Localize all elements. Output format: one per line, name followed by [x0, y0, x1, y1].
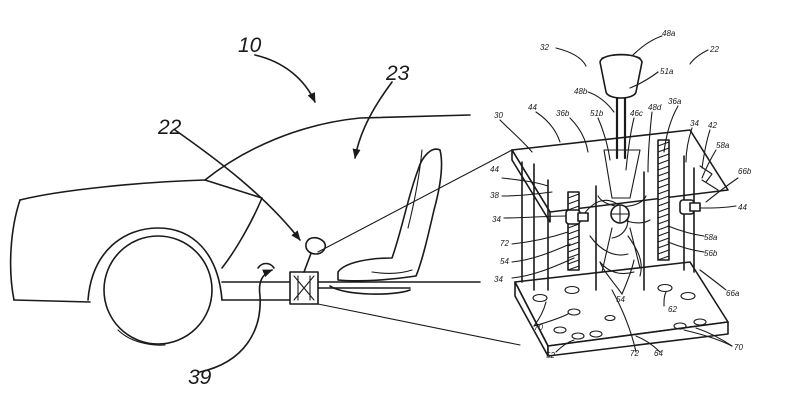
front-wheel — [103, 235, 213, 345]
label-66b: 66b — [738, 167, 752, 176]
big-label-leaders — [174, 54, 393, 373]
label-48d: 48d — [648, 103, 662, 112]
label-22: 22 — [157, 116, 182, 139]
label-72-left: 72 — [500, 239, 509, 248]
label-22-small: 22 — [709, 45, 719, 54]
label-34-low: 34 — [494, 275, 503, 284]
label-64: 64 — [654, 349, 663, 358]
label-44-left: 44 — [490, 165, 499, 174]
label-48b: 48b — [574, 87, 588, 96]
label-44-right: 44 — [738, 203, 747, 212]
label-54-center: 54 — [616, 295, 625, 304]
right-gear-rack — [657, 139, 670, 261]
driver-seat — [337, 148, 443, 282]
label-70-right: 70 — [734, 343, 743, 352]
label-38: 38 — [490, 191, 499, 200]
label-56b: 56b — [704, 249, 718, 258]
label-48a: 48a — [662, 29, 676, 38]
label-62: 62 — [668, 305, 677, 314]
projection-lines — [317, 149, 521, 346]
small-label-leaders — [499, 35, 739, 353]
label-23: 23 — [385, 62, 410, 85]
label-34-mid: 34 — [492, 215, 501, 224]
label-72-bottom: 72 — [630, 349, 639, 358]
enlarged-shifter-assembly — [511, 53, 729, 357]
label-58a-lower: 58a — [704, 233, 718, 242]
vehicle-outline — [9, 114, 481, 346]
label-51b: 51b — [590, 109, 604, 118]
label-10: 10 — [238, 34, 262, 57]
label-36b: 36b — [556, 109, 570, 118]
label-54-left: 54 — [500, 257, 509, 266]
label-46c: 46c — [630, 109, 643, 118]
base-holes — [532, 283, 707, 340]
label-30: 30 — [494, 111, 503, 120]
label-36a: 36a — [668, 97, 682, 106]
label-52: 52 — [546, 351, 555, 360]
label-58a: 58a — [716, 141, 730, 150]
label-32: 32 — [540, 43, 549, 52]
shift-knob — [599, 53, 643, 99]
label-39: 39 — [188, 366, 212, 389]
label-44-top: 44 — [528, 103, 537, 112]
label-34-top: 34 — [690, 119, 699, 128]
label-70-left: 70 — [534, 323, 543, 332]
shifter-assembly-small — [289, 236, 327, 305]
label-42: 42 — [708, 121, 717, 130]
label-51a: 51a — [660, 67, 674, 76]
label-66a: 66a — [726, 289, 740, 298]
